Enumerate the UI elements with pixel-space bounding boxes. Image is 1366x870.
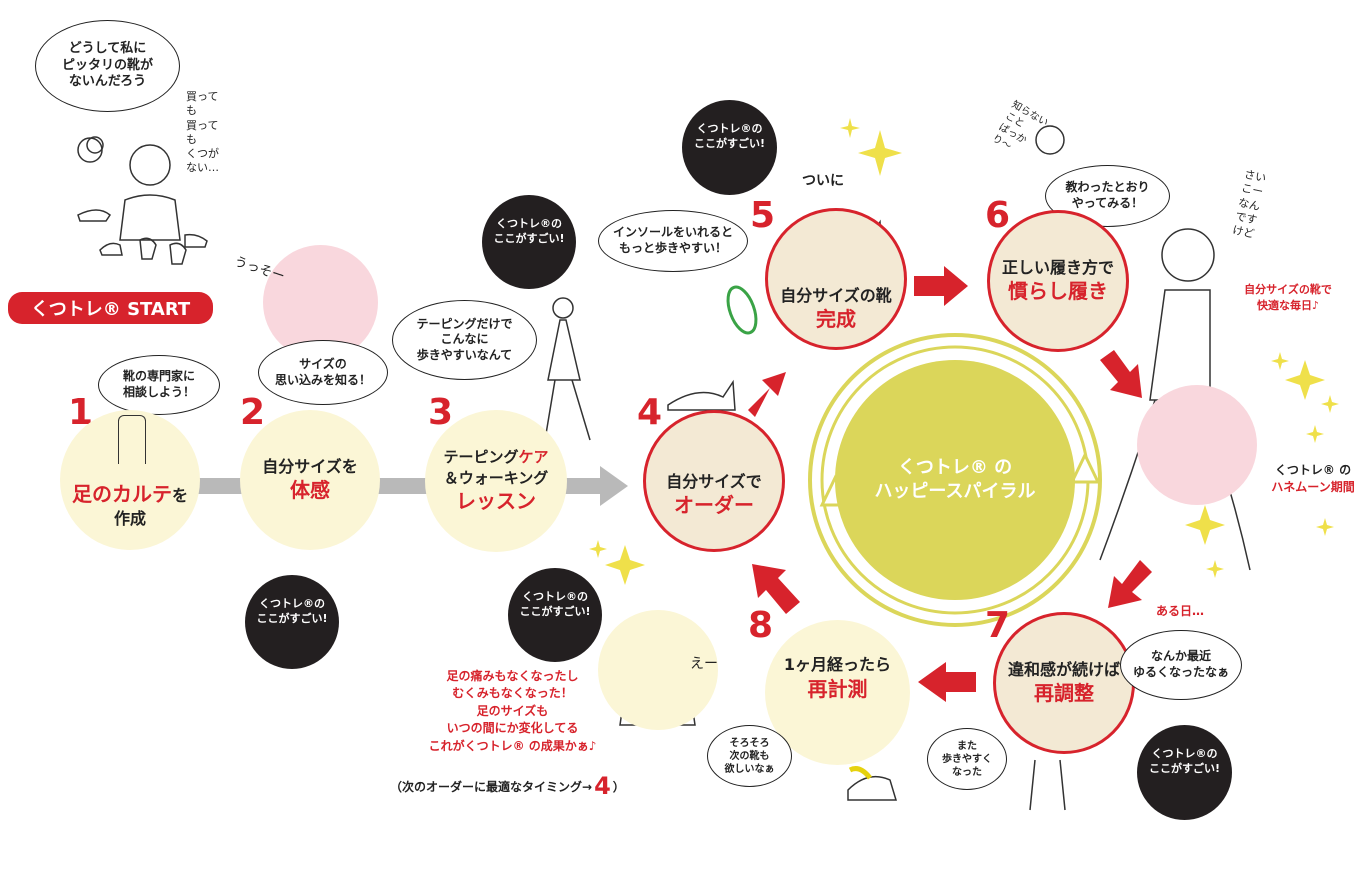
arrow-to-7 (1108, 560, 1152, 608)
step-1-bubble: 靴の専門家に 相談しよう！ (98, 355, 220, 415)
step-2-title-red: 体感 (290, 478, 330, 503)
step-8-circle: 1ヶ月経ったら 再計測 (765, 620, 910, 765)
timing-text: （次のオーダーに最適なタイミング→ (390, 779, 593, 794)
step-2-title: 自分サイズを (262, 456, 358, 476)
suge-badge-8: くつトレ®の ここがすごい! (508, 568, 602, 662)
step-5-circle: 自分サイズの靴 完成 (765, 208, 907, 350)
result-exclaim: えー (690, 656, 718, 672)
step-5-title: 自分サイズの靴 (780, 285, 892, 305)
step-1-subtitle: 作成 (113, 508, 146, 528)
step-3-circle: テーピングケア ＆ウォーキング レッスン (425, 410, 567, 552)
step-6-bubble: 教わったとおり やってみる！ (1045, 165, 1170, 227)
timing-close: ） (612, 779, 625, 794)
suge-badge-2: くつトレ®の ここがすごい! (245, 575, 339, 669)
tape-mark-2 (848, 766, 872, 780)
suge-badge-7-line2: ここがすごい! (1148, 761, 1221, 775)
sparkles (589, 118, 1339, 585)
step-8-title-red: 再計測 (807, 676, 868, 701)
step-7-title-red: 再調整 (1034, 681, 1094, 706)
intro-thought-text: どうして私に ピッタリの靴が ないんだろう (61, 40, 153, 90)
step-8-bubble: そろそろ 次の靴も 欲しいなぁ (707, 725, 792, 787)
arrow-6-down (1100, 350, 1142, 398)
step-3-subtitle: ＆ウォーキング (443, 468, 549, 487)
step-6-number: 6 (985, 195, 1011, 236)
step-7-title: 違和感が続けば (1007, 659, 1120, 679)
suge-badge-8-line1: くつトレ®の (522, 590, 588, 603)
step-3-lesson: レッスン (456, 488, 536, 513)
step-8-number: 8 (748, 605, 774, 646)
suge-badge-5-line2: ここがすごい! (693, 136, 766, 150)
step-8-bubble-text: そろそろ 次の靴も 欲しいなぁ (724, 737, 775, 775)
honeymoon-label-line1: くつトレ® の (1274, 463, 1352, 477)
spiral-center-line2: ハッピースパイラル (874, 481, 1036, 502)
spiral-ring-outer (808, 333, 1102, 627)
intro-thought-bubble: どうして私に ピッタリの靴が ないんだろう (35, 20, 180, 112)
honeymoon-tagline: 自分サイズの靴で 快適な毎日♪ (1244, 283, 1332, 312)
honeymoon-label-red: ハネムーン期間 (1271, 480, 1355, 495)
suge-badge-2-line1: くつトレ®の (259, 597, 325, 610)
suge-badge-5-line1: くつトレ®の (696, 122, 763, 135)
step-6-title-red: 慣らし履き (1008, 279, 1108, 304)
step-4-title-red: オーダー (674, 493, 754, 518)
step-5-bubble: インソールをいれると もっと歩きやすい！ (598, 210, 748, 272)
step-1-title-red: 足のカルテ (71, 481, 172, 506)
pink-highlight-honeymoon (1137, 385, 1257, 505)
step-7-circle: 違和感が続けば 再調整 (993, 612, 1135, 754)
suge-badge-3-line2: ここがすごい! (493, 231, 565, 245)
step-4-circle: 自分サイズで オーダー (643, 410, 785, 552)
step-5-exclaim: ついに (802, 173, 844, 189)
step-1-title-tail: を (171, 485, 188, 505)
step-3-title-red: ケア (518, 448, 549, 467)
timing-note: （次のオーダーに最適なタイミング→ 4 ） (390, 772, 625, 800)
arrow-7-to-8 (918, 662, 976, 702)
result-portrait (598, 610, 718, 730)
step-4-title: 自分サイズで (666, 471, 762, 491)
result-text: 足の痛みもなくなったし むくみもなくなった！ 足のサイズも いつの間にか変化して… (428, 669, 597, 753)
suge-badge-3-line1: くつトレ®の (496, 217, 562, 230)
step-2-circle: 自分サイズを 体感 (240, 410, 380, 550)
step-2-bubble-text: サイズの 思い込みを知る！ (274, 356, 371, 387)
step-6-circle: 正しい履き方で 慣らし履き (987, 210, 1129, 352)
suge-badge-7-line1: くつトレ®の (1151, 747, 1218, 760)
step-1-bubble-text: 靴の専門家に 相談しよう！ (122, 369, 195, 399)
start-badge: くつトレ® START (8, 292, 213, 324)
arrow-5-to-6 (914, 266, 968, 306)
suge-badge-2-line2: ここがすごい! (256, 611, 328, 625)
suge-badge-7: くつトレ®の ここがすごい! (1137, 725, 1232, 820)
step-3-bubble-text: テーピングだけで こんなに 歩きやすいなんて (416, 316, 513, 362)
step-7-bubble: なんか最近 ゆるくなったなぁ (1120, 630, 1242, 700)
timing-num: 4 (594, 772, 611, 800)
step-1-circle: 足のカルテを 作成 (60, 410, 200, 550)
step-6-bubble-text: 教わったとおり やってみる！ (1065, 180, 1150, 210)
suge-badge-5: くつトレ®の ここがすごい! (682, 100, 777, 195)
step-3-bubble: テーピングだけで こんなに 歩きやすいなんて (392, 300, 537, 380)
step-2-number: 2 (240, 392, 266, 433)
step-7-bubble-2: また 歩きやすく なった (927, 728, 1007, 790)
arrow-4-to-5 (748, 372, 786, 417)
spiral-arrow-right (1069, 451, 1101, 484)
suge-badge-8-line2: ここがすごい! (519, 604, 591, 618)
honeymoon-label: くつトレ® の ハネムーン期間 (1258, 462, 1366, 497)
suge-badge-3: くつトレ®の ここがすごい! (482, 195, 576, 289)
arrow-8-to-4 (752, 564, 800, 614)
step-2-bubble: サイズの 思い込みを知る！ (258, 340, 388, 405)
step-7-bubble-2-text: また 歩きやすく なった (942, 740, 992, 778)
step-3-title: テーピング (443, 448, 519, 467)
step-5-bubble-text: インソールをいれると もっと歩きやすい！ (612, 225, 733, 255)
step-7-number: 7 (985, 605, 1011, 646)
green-sandal (726, 285, 758, 335)
step-5-title-red: 完成 (816, 307, 856, 332)
step-4-number: 4 (637, 392, 663, 433)
step-8-title: 1ヶ月経ったら (783, 655, 892, 675)
intro-murmur: 買っても 買っても くつが ない… (186, 90, 219, 175)
step-6-title: 正しい履き方で (1001, 257, 1114, 277)
step-5-number: 5 (750, 195, 776, 236)
spiral-center: くつトレ® の ハッピースパイラル (835, 360, 1075, 600)
progress-arrow-head (600, 466, 628, 506)
step-7-bubble-text: なんか最近 ゆるくなったなぁ (1132, 649, 1229, 679)
step-7-pre: ある日… (1156, 604, 1205, 618)
spiral-center-line1: くつトレ® の (897, 456, 1013, 478)
step-3-number: 3 (428, 392, 454, 433)
foot-sketch (118, 415, 146, 464)
